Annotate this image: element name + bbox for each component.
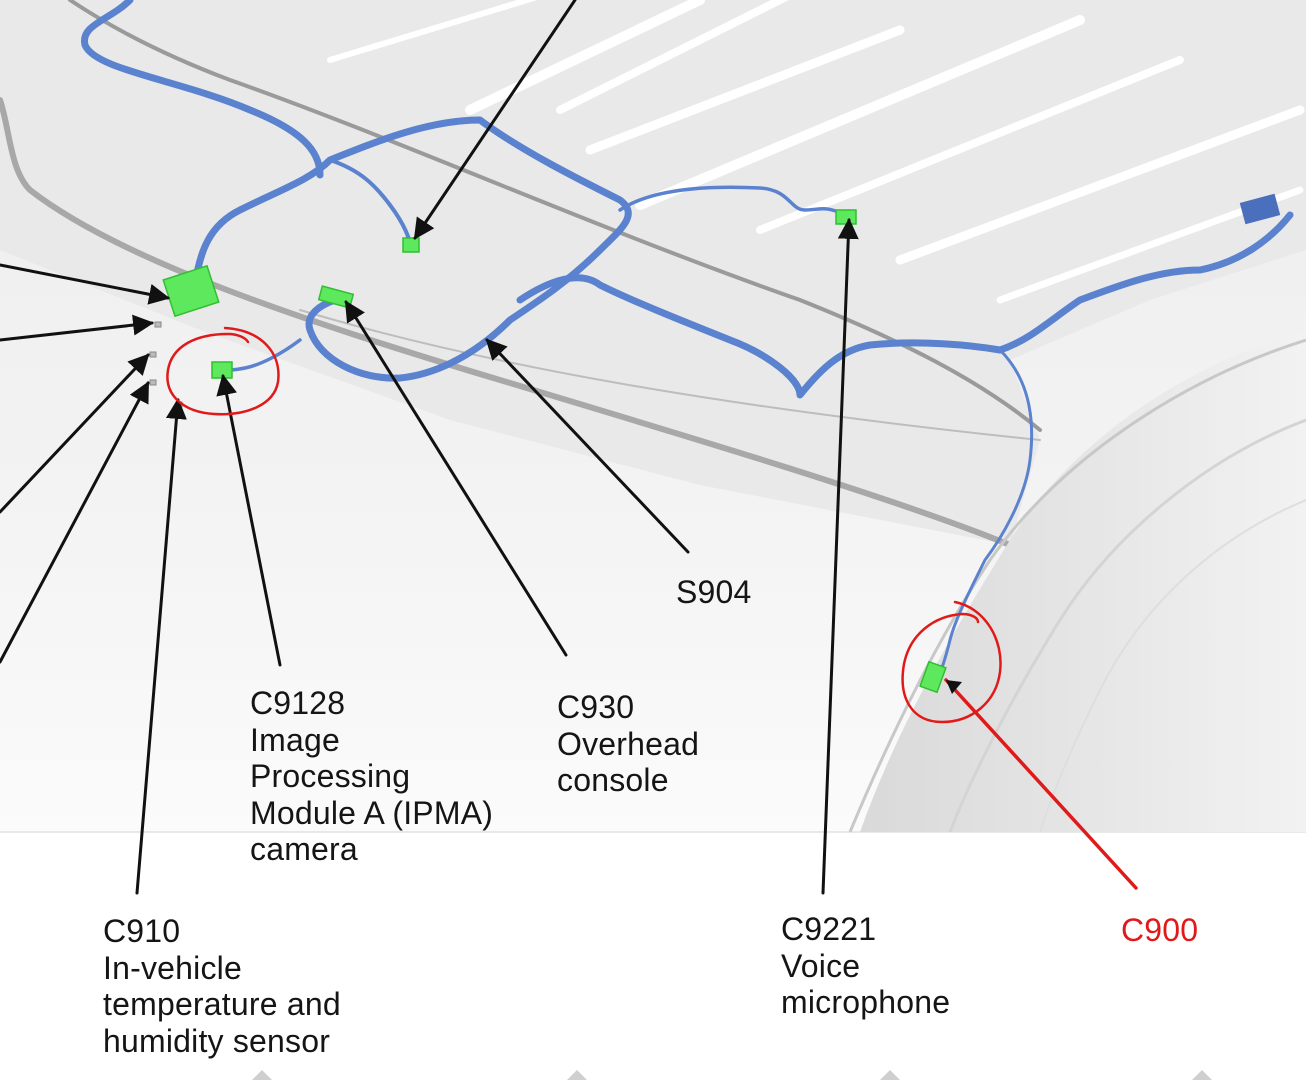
callout-c930: C930 Overhead console [557, 689, 699, 799]
callout-c9128-line3: Module A (IPMA) [250, 794, 494, 831]
roof-highlights [327, 0, 1305, 304]
blue-end-clip [1239, 193, 1281, 225]
roof-panel [0, 0, 1306, 545]
callout-c9128-line2: Processing [250, 758, 411, 794]
callout-c910-line3: humidity sensor [103, 1022, 331, 1059]
callout-c930-line2: console [557, 762, 669, 798]
callout-c900-code: C900 [1121, 912, 1199, 948]
callout-c9128: C9128 Image Processing Module A (IPMA) c… [250, 685, 493, 868]
callout-s904: S904 [676, 574, 752, 611]
callout-c9128-line1: Image [250, 721, 340, 758]
connector-c9221 [835, 209, 857, 225]
callout-c910-line1: In-vehicle [103, 949, 242, 986]
roof-edge-lines [0, 0, 1042, 548]
connector-c900 [919, 660, 947, 694]
callout-c9221-line1: Voice [781, 947, 861, 984]
callout-s904-code: S904 [676, 574, 752, 610]
callout-c9221-line2: microphone [781, 984, 951, 1020]
callout-c910-code: C910 [103, 913, 181, 949]
callout-c910: C910 In-vehicle temperature and humidity… [103, 913, 341, 1059]
callout-c930-line1: Overhead [557, 725, 700, 762]
callout-c910-line2: temperature and [103, 986, 341, 1022]
leader-lines [0, 0, 859, 895]
ruler-marks [252, 1070, 1212, 1080]
red-leader-c900 [944, 678, 1138, 890]
lower-panel [0, 832, 1306, 1080]
red-circle-c9128 [166, 326, 280, 416]
callout-c9128-line4: camera [250, 831, 358, 867]
callout-c9128-code: C9128 [250, 685, 346, 721]
callout-c9221-code: C9221 [781, 911, 877, 947]
callout-c9221: C9221 Voice microphone [781, 911, 950, 1021]
red-circle-c900 [901, 600, 1002, 724]
connector-dome [402, 237, 420, 253]
callout-c900: C900 [1121, 912, 1198, 949]
callout-c930-code: C930 [557, 689, 635, 725]
red-annotations [166, 326, 1138, 890]
